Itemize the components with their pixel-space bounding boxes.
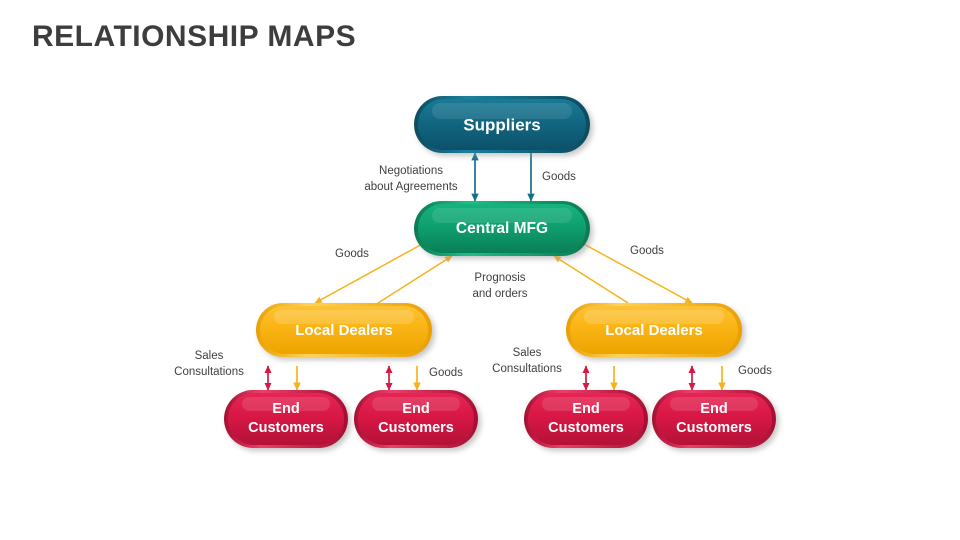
node-local-dealers-left-face <box>260 306 428 354</box>
connector-group-suppliers-central <box>471 152 535 202</box>
edge-label-group: Negotiations about Agreements Goods Good… <box>174 165 772 379</box>
node-central-mfg-gloss <box>432 208 572 223</box>
node-suppliers-gloss <box>432 103 572 119</box>
node-suppliers-face <box>418 99 586 150</box>
node-local-dealers-right-gloss <box>584 310 724 324</box>
connector-goods-to-left-dealer <box>314 242 425 304</box>
node-suppliers-label: Suppliers <box>463 115 540 134</box>
node-end-customers-2[interactable]: End Customers <box>354 390 478 448</box>
edge-label-negotiations-line1: Negotiations <box>379 165 443 177</box>
node-end-customers-2-face <box>358 393 474 445</box>
edge-label-sales-right-line1: Sales <box>513 347 542 359</box>
node-end-customers-4-label-line2: Customers <box>676 420 752 436</box>
edge-label-negotiations-line2: about Agreements <box>364 181 458 193</box>
connector-prognosis-from-right-dealer <box>553 255 629 304</box>
node-end-customers-4[interactable]: End Customers <box>652 390 776 448</box>
node-end-customers-3-gloss <box>542 397 630 411</box>
connector-group-central-dealers <box>314 242 693 304</box>
node-end-customers-1-label-line2: Customers <box>248 420 324 436</box>
edge-label-prognosis-line1: Prognosis <box>474 272 525 284</box>
node-local-dealers-left[interactable]: Local Dealers <box>256 303 432 357</box>
edge-label-goods-suppliers: Goods <box>542 171 576 183</box>
edge-label-sales-left-line2: Consultations <box>174 366 244 378</box>
node-end-customers-3[interactable]: End Customers <box>524 390 648 448</box>
node-end-customers-1-label-line1: End <box>272 401 299 417</box>
node-central-mfg-label: Central MFG <box>456 220 548 237</box>
node-end-customers-4-face <box>656 393 772 445</box>
node-central-mfg[interactable]: Central MFG <box>414 201 590 256</box>
edge-label-goods-dealer-left: Goods <box>429 367 463 379</box>
node-end-customers-1-gloss <box>242 397 330 411</box>
node-local-dealers-right[interactable]: Local Dealers <box>566 303 742 357</box>
node-end-customers-2-label-line2: Customers <box>378 420 454 436</box>
node-end-customers-2-gloss <box>372 397 460 411</box>
edge-label-sales-left-line1: Sales <box>195 350 224 362</box>
edge-label-goods-dealer-right: Goods <box>738 365 772 377</box>
node-end-customers-3-label-line1: End <box>572 401 599 417</box>
node-central-mfg-face <box>418 204 586 253</box>
node-end-customers-4-label-line1: End <box>700 401 727 417</box>
node-end-customers-2-label-line1: End <box>402 401 429 417</box>
connector-goods-to-right-dealer <box>581 242 693 304</box>
node-local-dealers-left-label: Local Dealers <box>295 322 393 339</box>
edge-label-prognosis-line2: and orders <box>473 288 528 300</box>
page-title: RELATIONSHIP MAPS <box>32 20 357 53</box>
node-end-customers-3-face <box>528 393 644 445</box>
connector-group-dealers-customers <box>264 365 726 391</box>
node-end-customers-4-gloss <box>670 397 758 411</box>
node-end-customers-1[interactable]: End Customers <box>224 390 348 448</box>
node-end-customers-1-face <box>228 393 344 445</box>
connector-prognosis-from-left-dealer <box>377 255 453 304</box>
node-end-customers-3-label-line2: Customers <box>548 420 624 436</box>
edge-label-goods-right: Goods <box>630 245 664 257</box>
edge-label-goods-left: Goods <box>335 248 369 260</box>
node-local-dealers-right-label: Local Dealers <box>605 322 703 339</box>
node-suppliers[interactable]: Suppliers <box>414 96 590 153</box>
node-local-dealers-right-face <box>570 306 738 354</box>
node-local-dealers-left-gloss <box>274 310 414 324</box>
edge-label-sales-right-line2: Consultations <box>492 363 562 375</box>
